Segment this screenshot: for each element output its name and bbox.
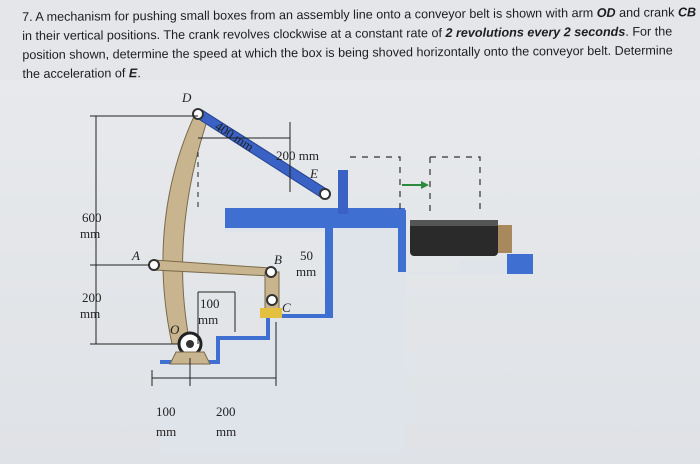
label-bottom-100-unit: mm [156,424,176,439]
problem-line-2-text-b: . For the [625,24,673,39]
problem-line-2-text: in their vertical positions. The crank r… [22,26,446,43]
point-label-e-text: E [128,66,138,81]
pivot-o-center [186,340,194,348]
mechanism-diagram: D E A B C O 400 mm 200 mm 600 mm 200 mm … [80,90,533,452]
conveyor-roller-cap [498,225,512,253]
label-50-value: 50 [300,248,313,263]
label-bottom-100-value: 100 [156,404,176,419]
lower-steps [160,314,332,364]
label-200-value: 200 [82,290,102,305]
pin-b [265,266,277,278]
label-600-value: 600 [82,210,102,225]
pin-d [192,108,204,120]
dashed-box-current [350,156,401,212]
problem-statement: 7. A mechanism for pushing small boxes f… [22,3,697,84]
label-100-unit: mm [198,312,218,327]
label-o: O [170,322,180,337]
pusher-box-e [338,170,348,214]
label-od-length: 400 mm [212,118,256,154]
push-arrow-head [421,181,429,189]
dashed-box-next [430,156,481,212]
label-600-unit: mm [80,226,100,241]
label-200-unit: mm [80,306,100,321]
label-50-unit: mm [296,264,316,279]
label-d: D [181,90,192,105]
upper-platform [225,208,405,228]
label-bottom-200-unit: mm [216,424,236,439]
label-100-value: 100 [200,296,220,311]
crank-rate: 2 revolutions every 2 seconds [445,24,626,41]
arm-label-od: OD [596,5,616,20]
problem-line-1-text: 7. A mechanism for pushing small boxes f… [22,5,597,24]
conveyor-belt [410,220,498,256]
ground-surface [160,210,530,452]
pin-a [148,259,160,271]
label-c: C [282,300,291,315]
label-e: E [309,166,318,181]
pin-e [319,188,331,200]
label-a: A [131,248,140,263]
conveyor-support-left [398,210,406,272]
crank-label-cb: CB [677,5,697,20]
pin-c [266,294,278,306]
label-de-horizontal: 200 mm [276,148,319,163]
problem-line-4-text-b: . [137,66,141,81]
crank-base [260,308,282,318]
mechanism-figure: D E A B C O 400 mm 200 mm 600 mm 200 mm … [60,82,560,452]
label-b: B [274,252,282,267]
platform-stem [325,228,333,318]
problem-line-4-text: the acceleration of [22,66,129,81]
conveyor-belt-top [410,220,498,226]
conveyor-end-block [507,254,533,274]
label-bottom-200-value: 200 [216,404,236,419]
problem-line-1-text-b: and crank [615,5,678,20]
